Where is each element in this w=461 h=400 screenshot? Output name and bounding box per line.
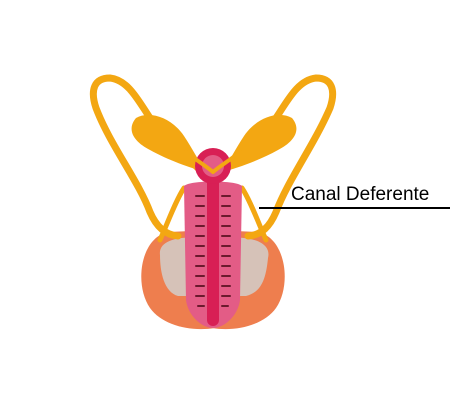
urethral-body-group: [184, 148, 242, 328]
ejaculatory-ducts: [184, 150, 242, 174]
urethra: [207, 172, 219, 326]
right-seminal-vesicle: [222, 114, 297, 172]
right-duct-lower: [239, 185, 269, 243]
left-duct-lower: [157, 185, 187, 243]
vas-deferens-label: Canal Deferente: [291, 184, 429, 205]
prostate-inner: [202, 155, 224, 177]
left-seminal-vesicle: [131, 114, 206, 172]
tissue-ticks: [195, 195, 231, 307]
